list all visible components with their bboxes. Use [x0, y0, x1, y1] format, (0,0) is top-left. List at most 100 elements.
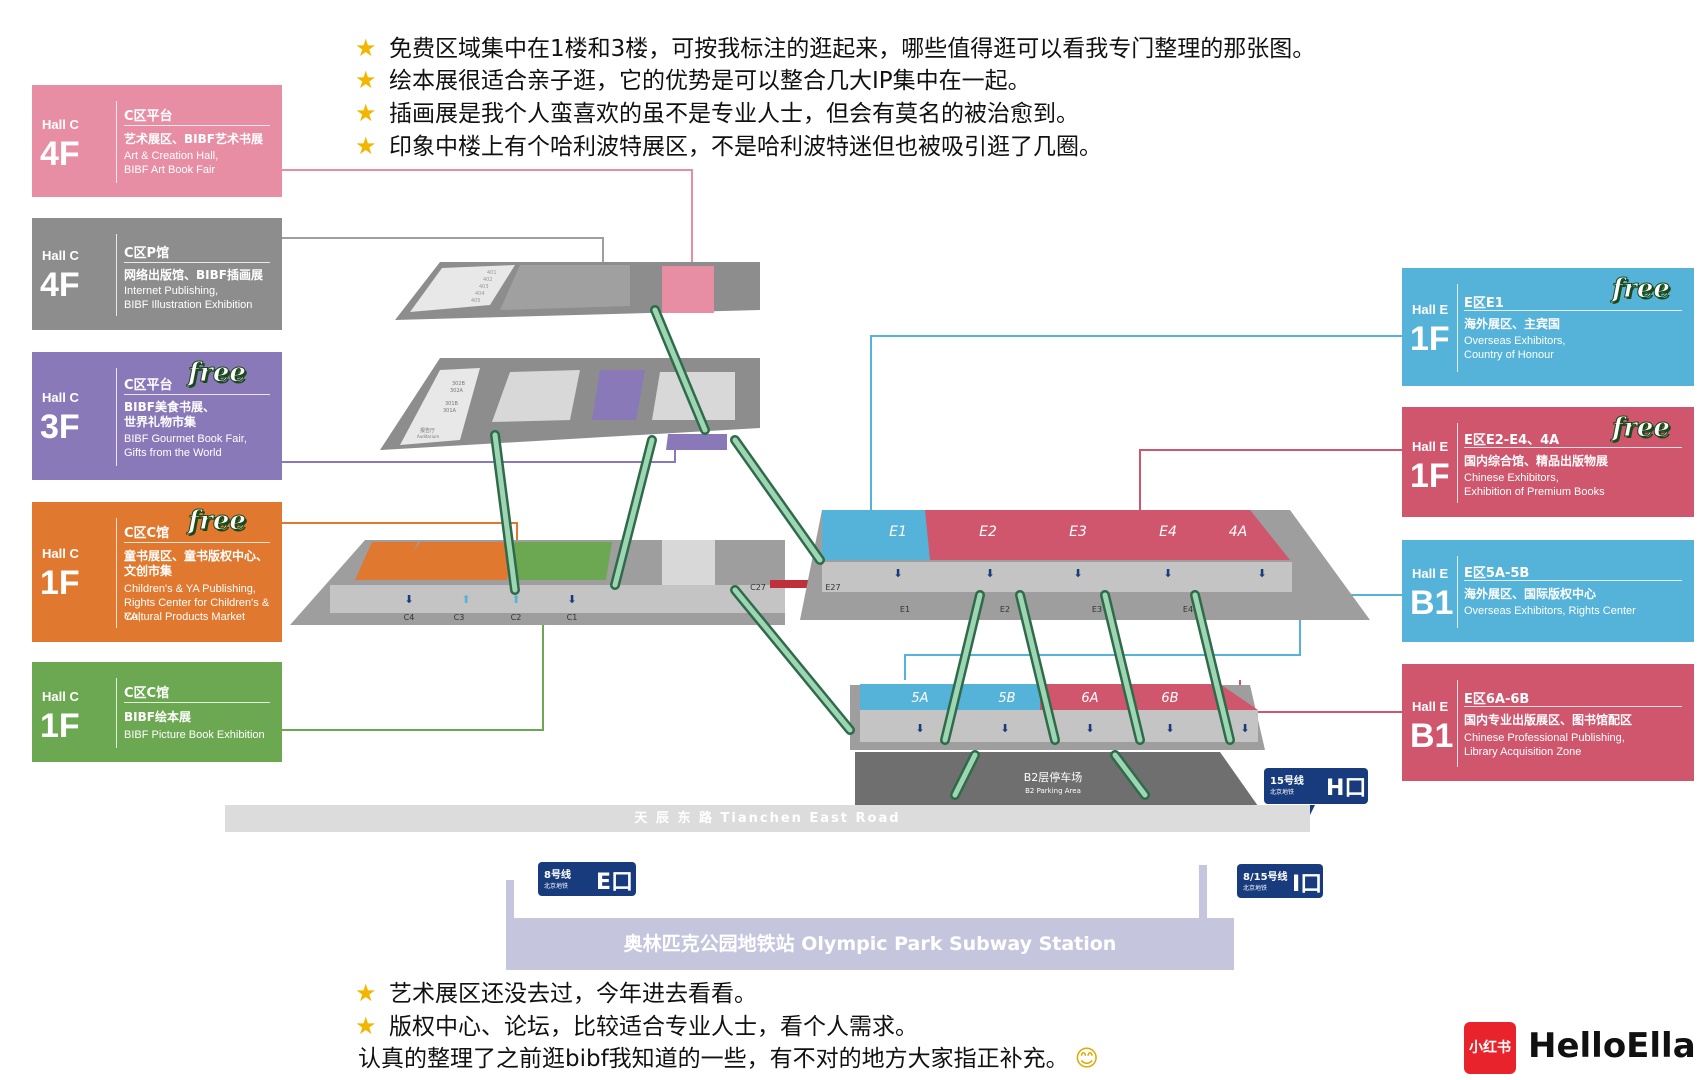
divider: [1457, 423, 1458, 503]
card-cn: BIBF美食书展、: [124, 400, 215, 414]
metro-badge-h: 15号线 北京地铁 H口: [1264, 768, 1368, 804]
rule: [124, 262, 270, 263]
card-c-1f-children: Hall C 1F C区C馆 free 童书展区、童书版权中心、 文创市集 Ch…: [32, 502, 282, 642]
room-label: 404: [475, 291, 485, 297]
rule: [124, 125, 270, 126]
rule: [1464, 310, 1682, 311]
station-label: 奥林匹克公园地铁站 Olympic Park Subway Station: [623, 933, 1117, 955]
e-b1-hall-6a[interactable]: [1040, 684, 1130, 710]
e-hall-label: 4A: [1229, 524, 1247, 540]
rule: [1464, 706, 1682, 707]
corridor-label: C27: [750, 583, 766, 592]
card-en: BIBF Gourmet Book Fair,: [124, 433, 247, 445]
c-4f-art-zone[interactable]: [662, 266, 714, 313]
rule: [1464, 580, 1682, 581]
rule: [124, 702, 270, 703]
c-3f-gifts-zone[interactable]: [666, 434, 727, 450]
c-1f-side-hall: [662, 540, 715, 585]
e-1f-walkway: [822, 562, 1292, 592]
star-icon: ★: [355, 979, 377, 1007]
svg-text:⬇: ⬇: [1240, 722, 1249, 735]
card-en: Gifts from the World: [124, 447, 222, 459]
card-en: Overseas Exhibitors,: [1464, 335, 1566, 347]
e-hall-label: E1: [889, 524, 907, 540]
card-zone: C区平台: [124, 109, 173, 124]
c-3f-gourmet-zone[interactable]: [592, 370, 645, 420]
subway-station: 奥林匹克公园地铁站 Olympic Park Subway Station: [506, 918, 1234, 970]
room-label: 402: [483, 277, 493, 283]
road-label: 天 辰 东 路 Tianchen East Road: [634, 811, 901, 826]
e-hall-label: E3: [1069, 524, 1087, 540]
card-en: Children's & YA Publishing,: [124, 583, 256, 595]
card-en: Library Acquisition Zone: [1464, 746, 1582, 758]
card-zone: E区E2-E4、4A: [1464, 433, 1560, 448]
e-1f-hall-e3[interactable]: [1015, 510, 1105, 560]
metro-line: 8/15号线: [1243, 872, 1288, 883]
note-top-3: ★插画展是我个人蛮喜欢的虽不是专业人士，但会有莫名的被治愈到。: [355, 99, 1079, 127]
room-label: 403: [479, 284, 489, 290]
corridor: [770, 580, 820, 588]
card-cn: 国内综合馆、精品出版物展: [1464, 454, 1609, 468]
card-zone: E区6A-6B: [1464, 692, 1530, 707]
star-icon: ★: [355, 99, 377, 127]
free-badge: free: [188, 506, 247, 537]
c-3f-hall: [492, 370, 580, 422]
card-en: Cultural Products Market: [124, 611, 246, 623]
e-hall-label: 6A: [1081, 691, 1098, 706]
card-hall: Hall C: [42, 546, 79, 561]
e-1f-hall-e2[interactable]: [925, 510, 1015, 560]
divider: [116, 518, 117, 628]
e-1f-hall-e4[interactable]: [1105, 510, 1195, 560]
card-hall: Hall C: [42, 689, 79, 704]
card-floor: 3F: [40, 408, 80, 446]
card-cn: 海外展区、国际版权中心: [1464, 587, 1597, 601]
road: 天 辰 东 路 Tianchen East Road: [225, 805, 1310, 832]
svg-text:⬇: ⬇: [567, 593, 576, 606]
free-badge: free: [188, 358, 247, 389]
card-cn: 网络出版馆、BIBF插画展: [124, 268, 263, 282]
metro-badge-i: 8/15号线 北京地铁 I口: [1237, 864, 1323, 898]
c-4f-hall-p: [500, 265, 630, 310]
connector-line: [1139, 449, 1402, 510]
card-c-3f-gourmet: Hall C 3F C区平台 free BIBF美食书展、 世界礼物市集 BIB…: [32, 352, 282, 480]
card-en: Internet Publishing,: [124, 285, 219, 297]
star-icon: ★: [355, 1012, 377, 1040]
card-floor: 1F: [1410, 320, 1450, 358]
e-1f-hall-4a[interactable]: [1195, 510, 1290, 560]
metro-sub: 北京地铁: [1270, 789, 1295, 796]
c-entrance-label: C2: [511, 613, 522, 622]
card-cn: 世界礼物市集: [124, 415, 197, 429]
free-badge: free: [1612, 274, 1671, 305]
card-cn: 国内专业出版展区、图书馆配区: [1464, 713, 1633, 727]
card-en: BIBF Picture Book Exhibition: [124, 729, 265, 741]
metro-exit: H口: [1326, 776, 1367, 801]
e-b1-hall-5a[interactable]: [860, 684, 950, 710]
divider: [116, 368, 117, 466]
divider: [1457, 556, 1458, 628]
card-cn: 艺术展区、BIBF艺术书展: [124, 132, 263, 146]
c-entrance-label: C1: [567, 613, 578, 622]
c-1f-green-zone[interactable]: [509, 542, 612, 580]
c-3f-rooms: [400, 368, 480, 445]
c-1f-orange-zone[interactable]: [395, 542, 513, 580]
card-floor: 4F: [40, 135, 80, 173]
connector-line: [282, 610, 544, 731]
card-hall: Hall E: [1412, 302, 1449, 317]
c-1f-walkway: [330, 585, 785, 613]
card-en: Country of Honour: [1464, 349, 1554, 361]
xiaohongshu-logo: 小红书: [1464, 1022, 1516, 1074]
card-en: Rights Center for Children's & YA,: [124, 597, 270, 623]
e-1f-hall-e1[interactable]: [822, 510, 930, 560]
corridor-label: E27: [825, 583, 840, 592]
e-b1-hall-5b[interactable]: [950, 684, 1040, 710]
e-hall-label: E4: [1159, 524, 1177, 540]
note-top-2: ★绘本展很适合亲子逛，它的优势是可以整合几大IP集中在一起。: [355, 66, 1031, 94]
card-e-1f-e2-e4: Hall E 1F E区E2-E4、4A free 国内综合馆、精品出版物展 C…: [1402, 407, 1694, 517]
rule: [1464, 447, 1682, 448]
card-hall: Hall C: [42, 117, 79, 132]
e-hall-label: 5B: [998, 691, 1015, 706]
card-e-b1-5a-5b: Hall E B1 E区5A-5B 海外展区、国际版权中心 Overseas E…: [1402, 540, 1694, 642]
divider: [116, 101, 117, 183]
metro-exit: I口: [1292, 872, 1323, 897]
